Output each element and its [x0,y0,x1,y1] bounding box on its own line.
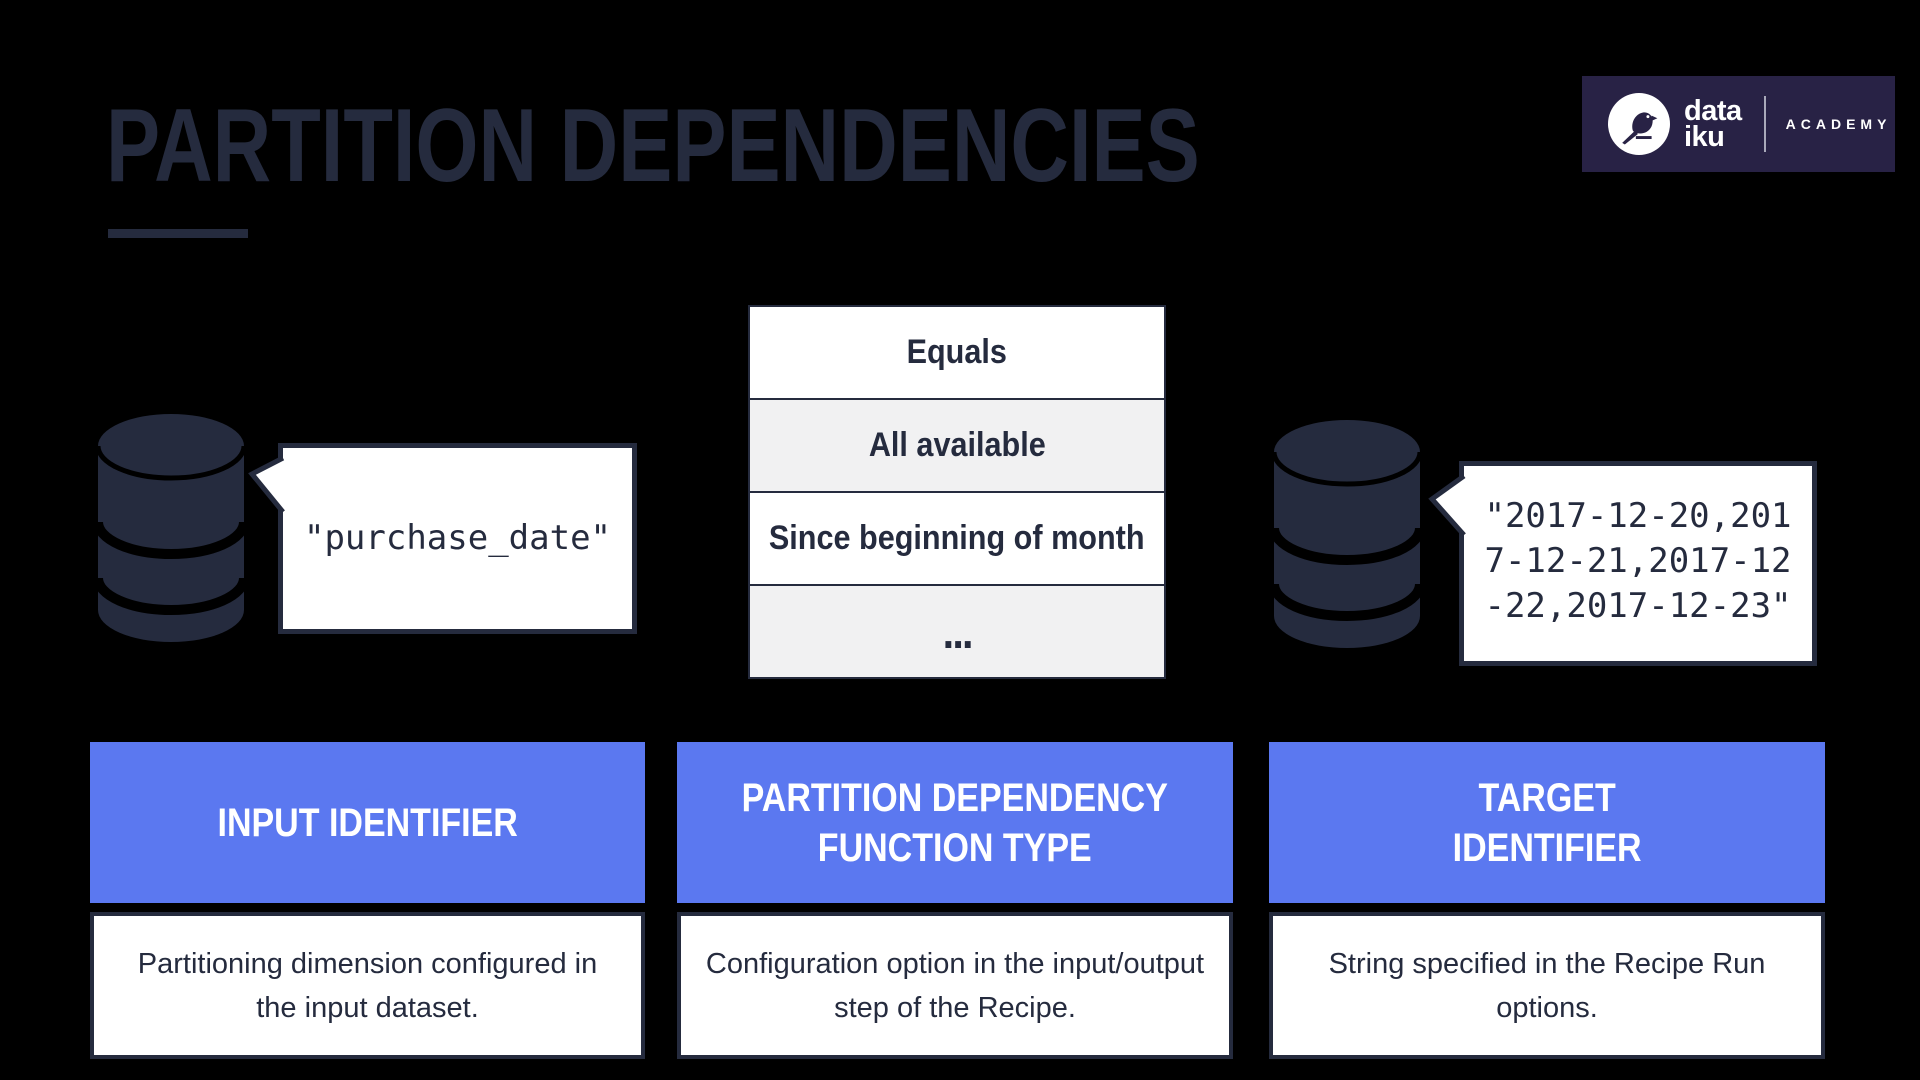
brand-wordmark: data iku [1684,95,1742,153]
list-item-label: Since beginning of month [769,519,1145,557]
description-text: Configuration option in the input/output… [705,947,1205,1024]
list-item-label: All available [868,426,1046,464]
list-item-label: Equals [906,333,1008,371]
list-item-since-beginning-of-month: Since beginning of month [750,491,1164,584]
speech-bubble-tail [248,455,285,514]
ellipsis-icon: ... [942,605,973,658]
input-identifier-value: "purchase_date" [303,517,612,558]
speech-bubble-tail [1428,473,1466,537]
list-item-ellipsis: ... [750,584,1164,677]
target-identifier-line: "2017-12-20,201 [1484,495,1792,536]
header-line: IDENTIFIER [1452,825,1642,870]
partition-dependency-function-type-header: PARTITION DEPENDENCY FUNCTION TYPE [677,742,1233,903]
page-title: PARTITION DEPENDENCIES [106,88,1200,204]
header-line: INPUT IDENTIFIER [217,800,518,845]
function-type-list: Equals All available Since beginning of … [748,305,1166,679]
header-line: TARGET [1478,775,1616,820]
academy-label: ACADEMY [1785,116,1892,132]
target-identifier-line: -22,2017-12-23" [1484,585,1792,626]
target-identifier-line: 7-12-21,2017-12 [1484,540,1792,581]
input-database-icon [98,414,244,642]
description-text: String specified in the Recipe Run optio… [1328,947,1766,1024]
target-identifier-description: String specified in the Recipe Run optio… [1269,912,1825,1059]
dataiku-logo: data iku ACADEMY [1582,76,1895,172]
target-database-icon [1274,420,1420,648]
header-line: PARTITION DEPENDENCY [741,775,1169,820]
input-identifier-description: Partitioning dimension configured in the… [90,912,645,1059]
title-underline [108,229,248,238]
list-item-equals: Equals [750,307,1164,398]
list-item-all-available: All available [750,398,1164,491]
header-line: FUNCTION TYPE [818,825,1092,870]
logo-divider [1763,96,1766,152]
description-text: Partitioning dimension configured in the… [137,947,598,1024]
target-identifier-header: TARGET IDENTIFIER [1269,742,1825,903]
brand-wordmark-top: data [1684,95,1742,127]
brand-wordmark-bottom: iku [1684,121,1725,153]
dataiku-bird-icon [1608,93,1670,155]
target-speech-bubble [1428,461,1817,666]
partition-dependency-function-type-description: Configuration option in the input/output… [677,912,1233,1059]
input-speech-bubble [248,443,637,634]
input-identifier-header: INPUT IDENTIFIER [90,742,645,903]
target-identifier-value: "2017-12-20,201 7-12-21,2017-12 -22,2017… [1464,464,1812,658]
